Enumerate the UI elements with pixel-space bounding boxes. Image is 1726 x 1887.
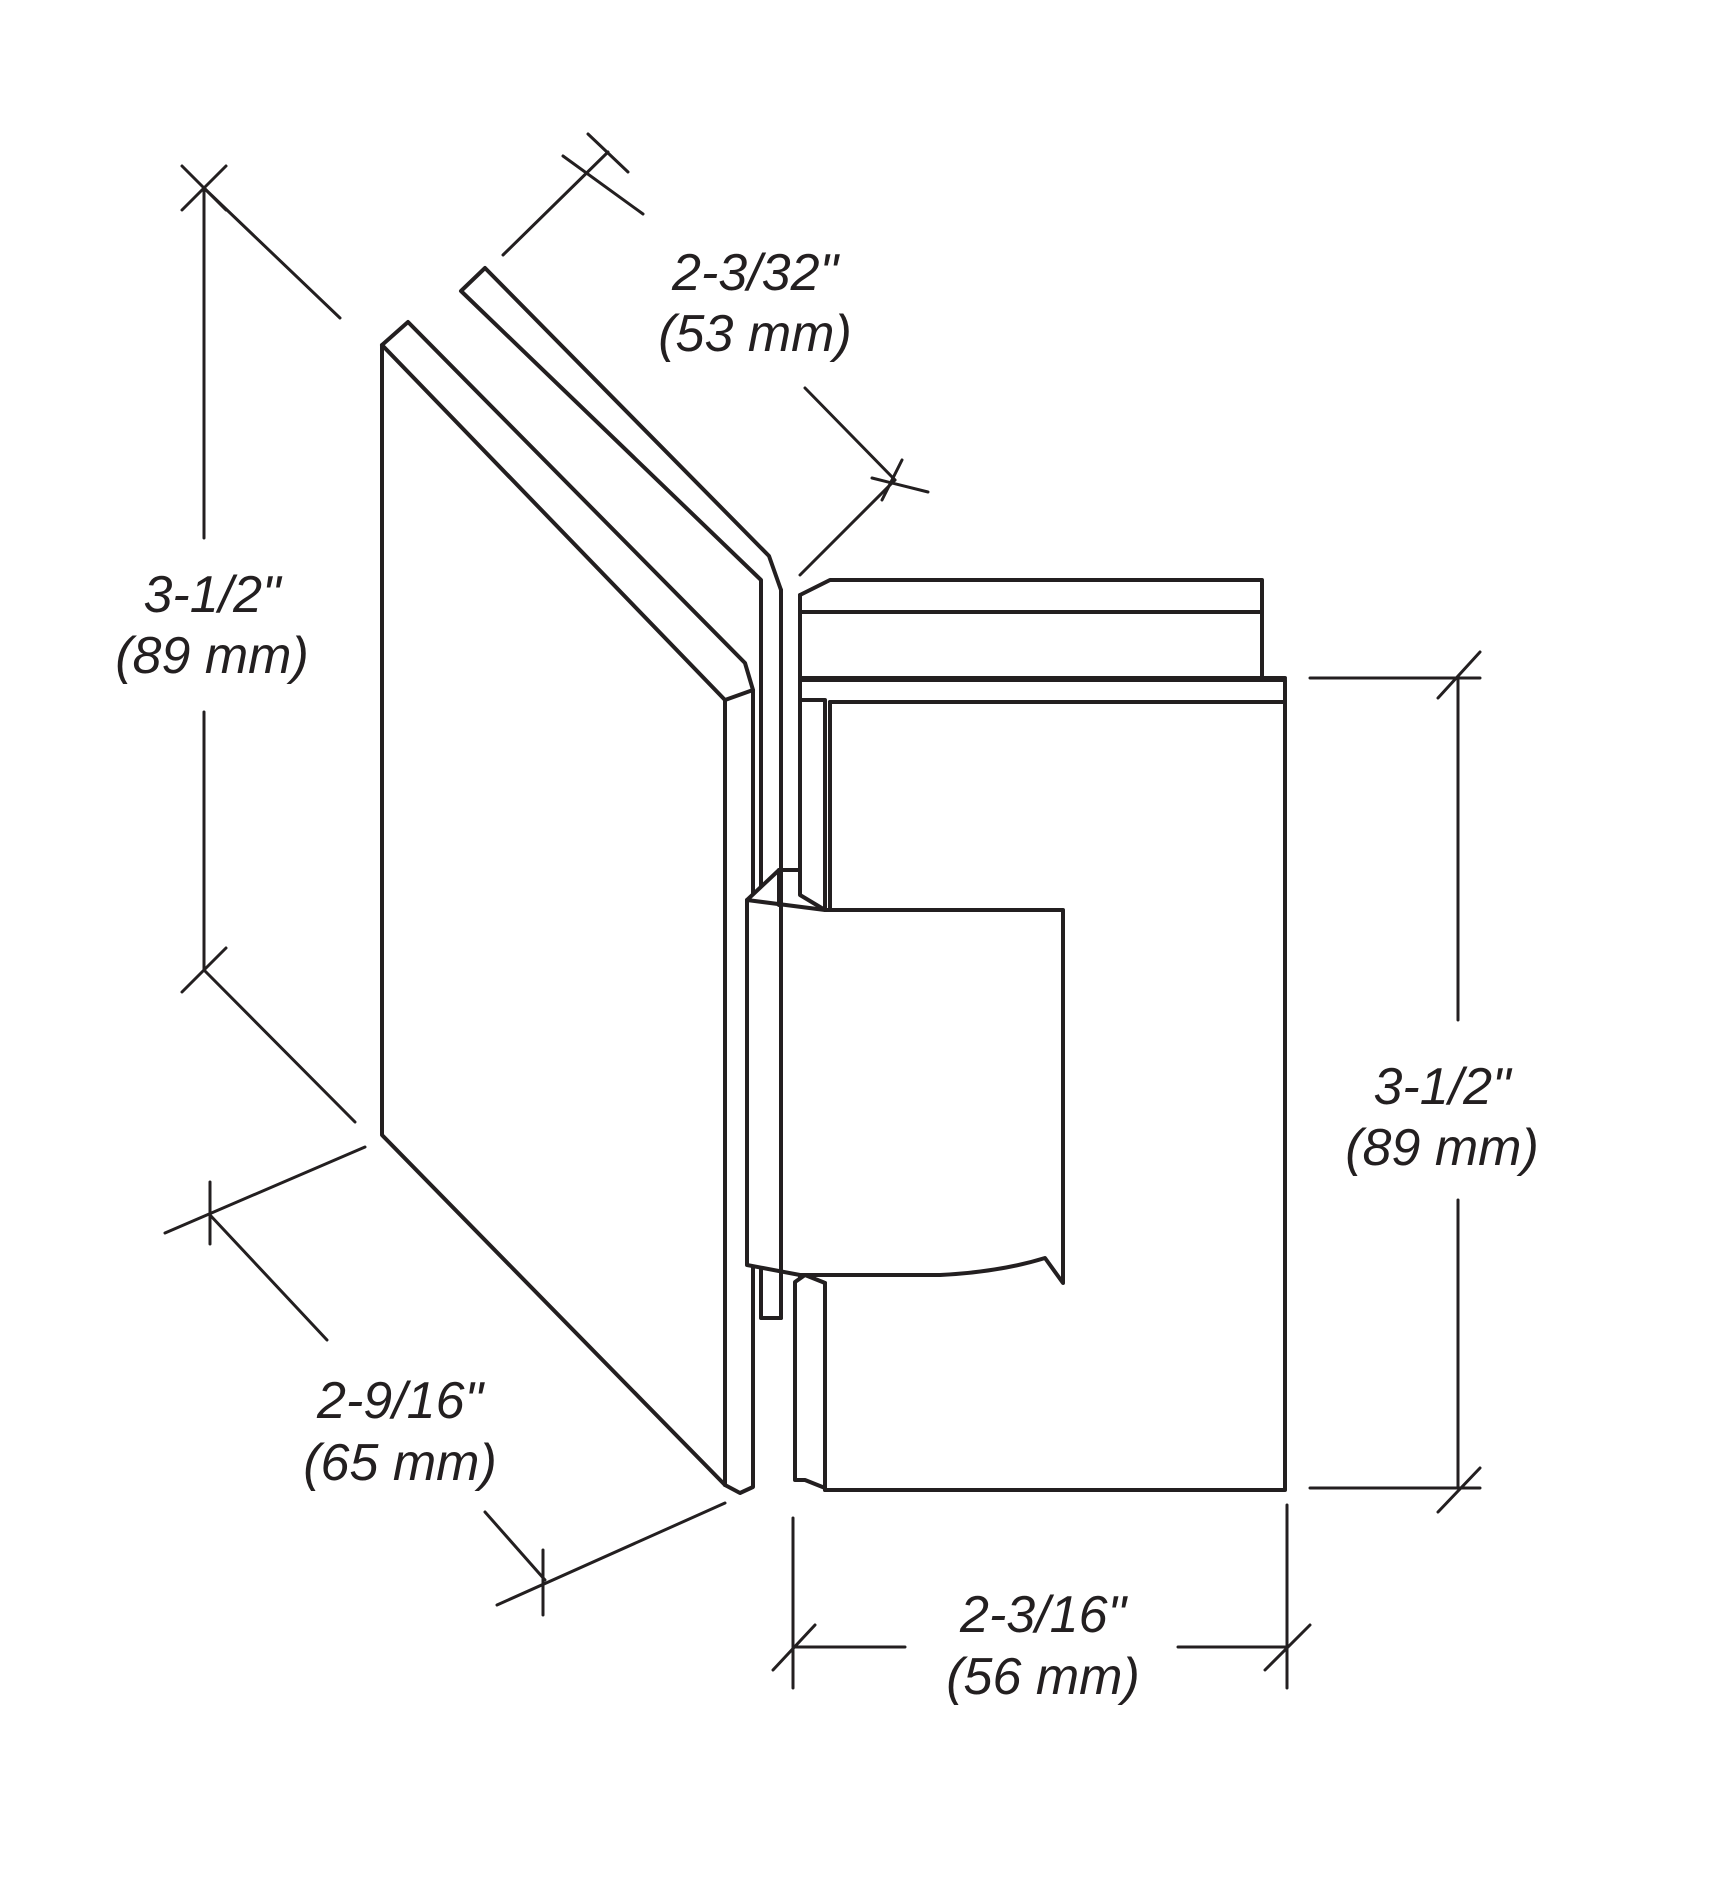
- dim-right-height-imperial: 3-1/2": [1374, 1058, 1514, 1116]
- dim-left-height-ext-bottom: [202, 968, 357, 1124]
- dim-bottom-depth-metric: (65 mm): [303, 1434, 497, 1492]
- dim-bottom-depth-ext-left: [163, 1145, 367, 1235]
- dimension-left-height: 3-1/2" (89 mm): [115, 164, 357, 1124]
- dim-bottom-width-tick-left: [771, 1623, 817, 1672]
- front-clamp-plate: [380, 320, 755, 1495]
- dim-top-depth-line-upper: [501, 150, 610, 257]
- dimension-bottom-depth: 2-9/16" (65 mm): [163, 1145, 727, 1617]
- front-plate-bevel: [723, 688, 755, 702]
- dim-top-depth-tick-upper: [586, 132, 630, 174]
- mount-top-cap: [798, 578, 1264, 682]
- dim-top-depth-tick-lower-bar: [880, 458, 904, 502]
- dim-top-depth-ext-upper: [561, 154, 645, 216]
- dimension-top-depth: 2-3/32" (53 mm): [501, 132, 930, 577]
- dimension-right-height: 3-1/2" (89 mm): [1308, 650, 1539, 1514]
- dim-bottom-depth-line-lower: [483, 1510, 547, 1582]
- dim-bottom-depth-imperial: 2-9/16": [316, 1372, 485, 1430]
- mount-bottom-post: [793, 1273, 827, 1490]
- pivot-hinge-line: [745, 898, 827, 912]
- dim-bottom-width-tick-right: [1263, 1623, 1312, 1672]
- dim-top-depth-metric: (53 mm): [658, 305, 852, 363]
- dim-bottom-width-metric: (56 mm): [946, 1648, 1140, 1706]
- dim-right-height-tick-top: [1436, 650, 1482, 700]
- dim-right-height-tick-bottom: [1436, 1466, 1482, 1514]
- pivot-cover-block: [745, 868, 1065, 1285]
- dim-top-depth-imperial: 2-3/32": [671, 244, 840, 302]
- dim-bottom-depth-ext-right: [495, 1501, 727, 1607]
- dim-top-depth-ext-lower: [798, 478, 897, 577]
- dim-bottom-width-imperial: 2-3/16": [959, 1586, 1128, 1644]
- dim-left-height-tick-bottom: [180, 946, 228, 994]
- dim-right-height-metric: (89 mm): [1345, 1119, 1539, 1177]
- dim-top-depth-line-lower: [803, 386, 897, 482]
- glass-clamp-plates: [380, 266, 783, 1495]
- dimension-bottom-width: 2-3/16" (56 mm): [771, 1503, 1312, 1706]
- dim-left-height-metric: (89 mm): [115, 627, 309, 685]
- dim-left-height-tick-top-bar: [180, 164, 228, 212]
- front-plate-inner-edge: [380, 343, 727, 702]
- dim-top-depth-tick-lower: [870, 476, 930, 494]
- dim-left-height-imperial: 3-1/2": [144, 566, 284, 624]
- dim-bottom-depth-line-upper: [208, 1213, 329, 1342]
